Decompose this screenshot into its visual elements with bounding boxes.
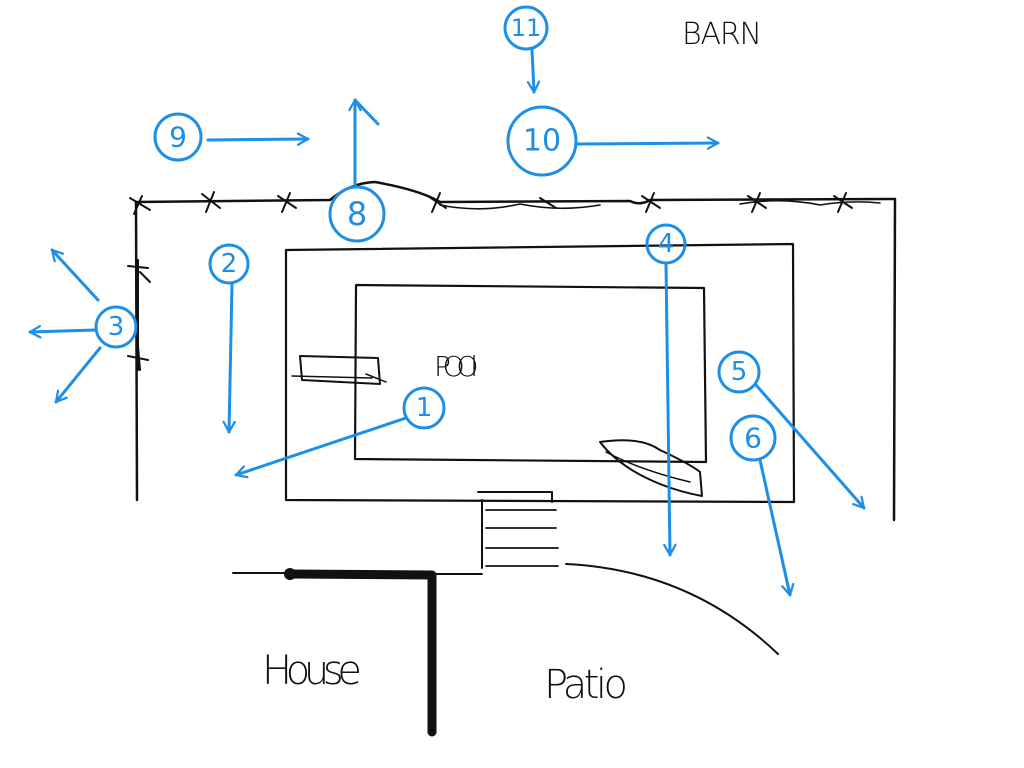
fence-post-marks [127,191,853,371]
marker-3-number: 3 [108,312,125,342]
marker-3: 3 [28,248,138,404]
marker-5-number: 5 [731,357,748,387]
marker-10: 10 [506,105,720,177]
pool-label: POOl [434,350,478,383]
house-wall [232,568,483,737]
marker-2: 2 [208,243,250,434]
barn-label: BARN [682,17,762,52]
pool-deck [284,242,796,504]
marker-9-number: 9 [169,121,187,154]
marker-11: 11 [503,5,549,94]
marker-2-number: 2 [221,249,238,279]
marker-10-number: 10 [523,124,561,159]
marker-8: 8 [328,98,386,243]
marker-11-number: 11 [511,14,542,42]
marker-1: 1 [234,386,446,479]
pool-outline [353,283,708,464]
marker-1-number: 1 [416,393,433,423]
marker-6-number: 6 [744,422,762,455]
pool-slide [599,439,703,497]
marker-6: 6 [729,414,795,597]
fence [127,180,897,522]
house-label: House [262,648,362,694]
marker-8-number: 8 [347,195,367,233]
pool-steps [477,491,559,569]
patio-label: Patio [544,662,628,708]
marker-5: 5 [717,350,866,510]
patio-edge [565,563,779,655]
marker-4-number: 4 [658,229,675,259]
marker-9: 9 [153,112,310,162]
marker-4: 4 [645,223,687,557]
pool-cover-left [291,355,387,385]
